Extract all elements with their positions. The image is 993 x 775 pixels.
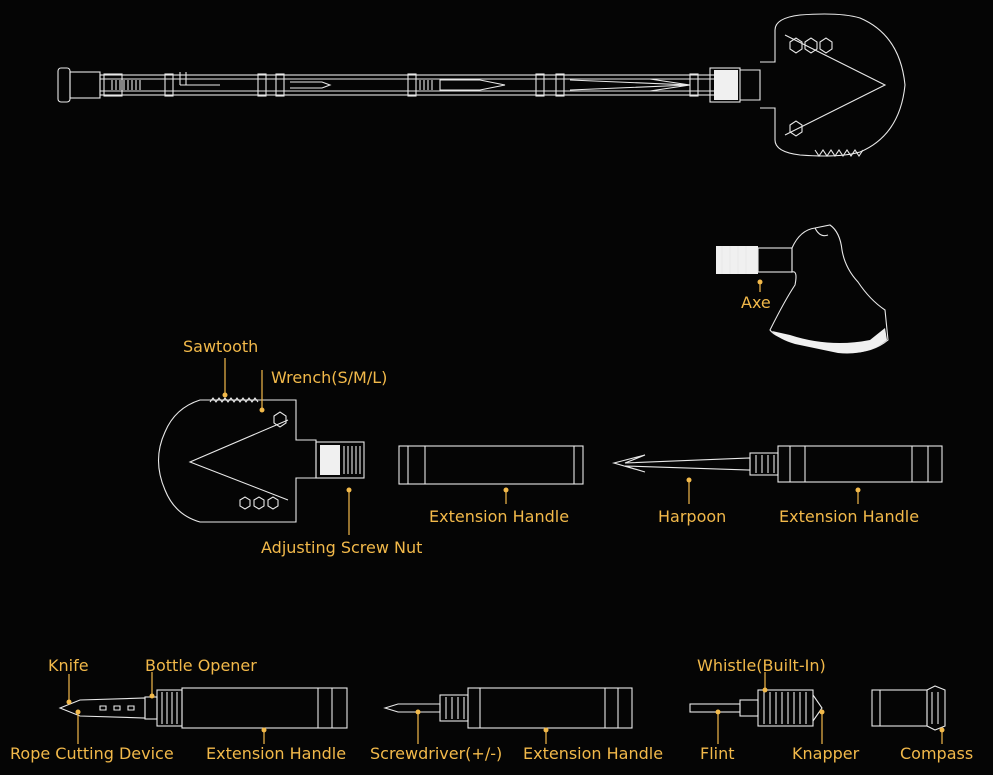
label-knapper: Knapper [792,744,860,763]
label-extension-handle-bottom-left: Extension Handle [206,744,347,763]
leader-lines [66,279,945,744]
label-adjusting-screw-nut: Adjusting Screw Nut [261,538,423,557]
label-sawtooth: Sawtooth [183,337,259,356]
label-whistle: Whistle(Built-In) [697,656,826,675]
label-rope-cutting-device: Rope Cutting Device [10,744,174,763]
extension-handle-middle [398,445,584,485]
label-flint: Flint [700,744,735,763]
shovel-head [157,397,365,523]
flint-whistle-module [689,689,823,727]
harpoon-assembly [611,445,943,483]
knife-module [58,687,348,729]
label-extension-handle-bottom-middle: Extension Handle [523,744,664,763]
label-extension-handle-middle: Extension Handle [429,507,570,526]
label-harpoon: Harpoon [658,507,727,526]
label-bottle-opener: Bottle Opener [145,656,257,675]
label-axe: Axe [741,293,771,312]
label-screwdriver: Screwdriver(+/-) [370,744,503,763]
compass-cap [871,685,946,731]
screwdriver-module [383,687,633,729]
axe-head [716,224,889,354]
label-knife: Knife [48,656,89,675]
label-extension-handle-right: Extension Handle [779,507,920,526]
assembled-shovel [57,13,906,157]
label-compass: Compass [900,744,974,763]
label-wrench: Wrench(S/M/L) [271,368,388,387]
